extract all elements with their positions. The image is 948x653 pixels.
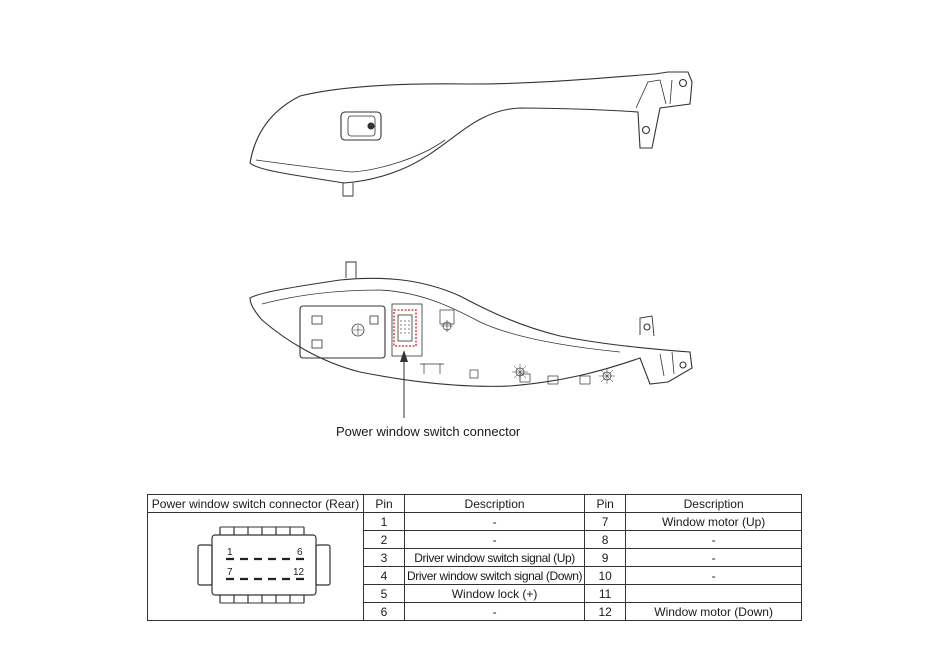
pin-description: - <box>403 602 586 621</box>
pin-number: 9 <box>584 548 627 567</box>
pin-label-7: 7 <box>227 567 233 578</box>
callout-leader-line <box>400 350 408 418</box>
pin-description: - <box>625 530 803 549</box>
switch-top-view <box>249 71 693 197</box>
pin-description: - <box>625 548 803 567</box>
pin-description: Driver window switch signal (Down) <box>403 566 586 585</box>
table-row: 1 6 7 12 1 - 7 Window motor (Up) <box>147 512 803 621</box>
table-row: 3 Driver window switch signal (Up) 9 - <box>148 548 803 567</box>
header-connector: Power window switch connector (Rear) <box>147 494 364 513</box>
header-pin: Pin <box>584 494 627 513</box>
header-description: Description <box>403 494 586 513</box>
pin-number: 8 <box>584 530 627 549</box>
pin-number: 3 <box>363 548 405 567</box>
pin-label-6: 6 <box>297 547 303 558</box>
pin-number: 2 <box>363 530 405 549</box>
pin-table: Power window switch connector (Rear) Pin… <box>147 494 803 621</box>
highlighted-connector <box>393 309 417 347</box>
pin-description: Window motor (Down) <box>625 602 803 621</box>
header-description: Description <box>625 494 803 513</box>
pin-number: 10 <box>584 566 627 585</box>
pin-number: 7 <box>584 512 627 531</box>
pin-description: Window motor (Up) <box>625 512 803 531</box>
pin-number: 12 <box>584 602 627 621</box>
table-header-row: Power window switch connector (Rear) Pin… <box>147 494 803 513</box>
switch-assembly-drawing <box>249 71 693 418</box>
pin-number: 11 <box>584 584 627 603</box>
pin-number: 6 <box>363 602 405 621</box>
pin-number: 1 <box>363 512 405 531</box>
callout-label: Power window switch connector <box>336 424 521 439</box>
table-row: 4 Driver window switch signal (Down) 10 … <box>148 566 803 585</box>
table-row: 5 Window lock (+) 11 <box>148 584 803 603</box>
pin-description: - <box>403 512 586 531</box>
pin-number: 4 <box>363 566 405 585</box>
pin-description: Driver window switch signal (Up) <box>403 548 586 567</box>
pin-number: 5 <box>363 584 405 603</box>
connector-face-drawing: 1 6 7 12 <box>197 526 331 604</box>
header-pin: Pin <box>363 494 405 513</box>
pin-description: - <box>403 530 586 549</box>
connector-face-cell: 1 6 7 12 <box>147 512 364 621</box>
table-row: 6 - 12 Window motor (Down) <box>148 602 803 621</box>
switch-bottom-view <box>249 261 693 387</box>
pin-description: Window lock (+) <box>403 584 586 603</box>
pin-label-12: 12 <box>293 567 305 578</box>
pin-label-1: 1 <box>227 547 233 558</box>
pin-description <box>625 584 803 603</box>
pin-description: - <box>625 566 803 585</box>
